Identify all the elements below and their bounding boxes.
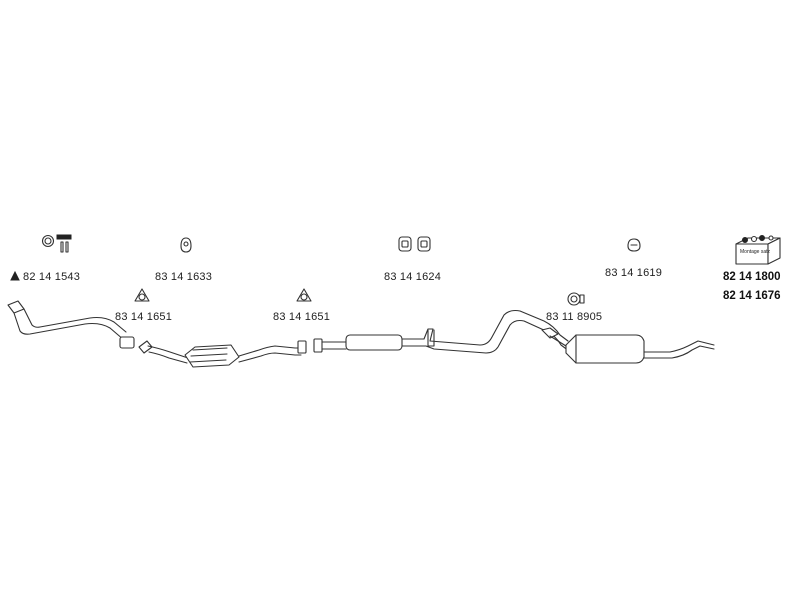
part-number-clamp: 83 11 8905 xyxy=(546,311,602,323)
warning-triangle-icon xyxy=(10,270,20,281)
part-number-rear-mount: 83 14 1619 xyxy=(605,267,662,279)
rubber-mount-icon xyxy=(180,237,192,253)
flange-gasket-icon xyxy=(296,288,312,302)
part-number-gasket-kit: 82 14 1543 xyxy=(23,271,80,283)
part-number-rubber-mount: 83 14 1633 xyxy=(155,271,212,283)
clamp-icon xyxy=(567,292,585,306)
front-downpipe xyxy=(7,300,135,349)
mounting-kit-box-icon: Montage satz xyxy=(735,235,781,265)
rear-silencer xyxy=(541,327,715,364)
part-number-mounting-kit-1: 82 14 1800 xyxy=(723,271,781,283)
hanger-pair-icon xyxy=(398,236,431,252)
part-number-mounting-kit-2: 82 14 1676 xyxy=(723,290,781,302)
gasket-kit-icon xyxy=(41,234,72,253)
flange-gasket-icon xyxy=(134,288,150,302)
kit-box-label: Montage satz xyxy=(740,249,771,255)
rear-mount-icon xyxy=(627,238,641,252)
catalytic-converter xyxy=(138,340,307,368)
part-number-flange-gasket-middle: 83 14 1651 xyxy=(273,311,330,323)
part-number-hanger-pair: 83 14 1624 xyxy=(384,271,441,283)
part-number-flange-gasket-front: 83 14 1651 xyxy=(115,311,172,323)
middle-silencer xyxy=(313,309,570,354)
